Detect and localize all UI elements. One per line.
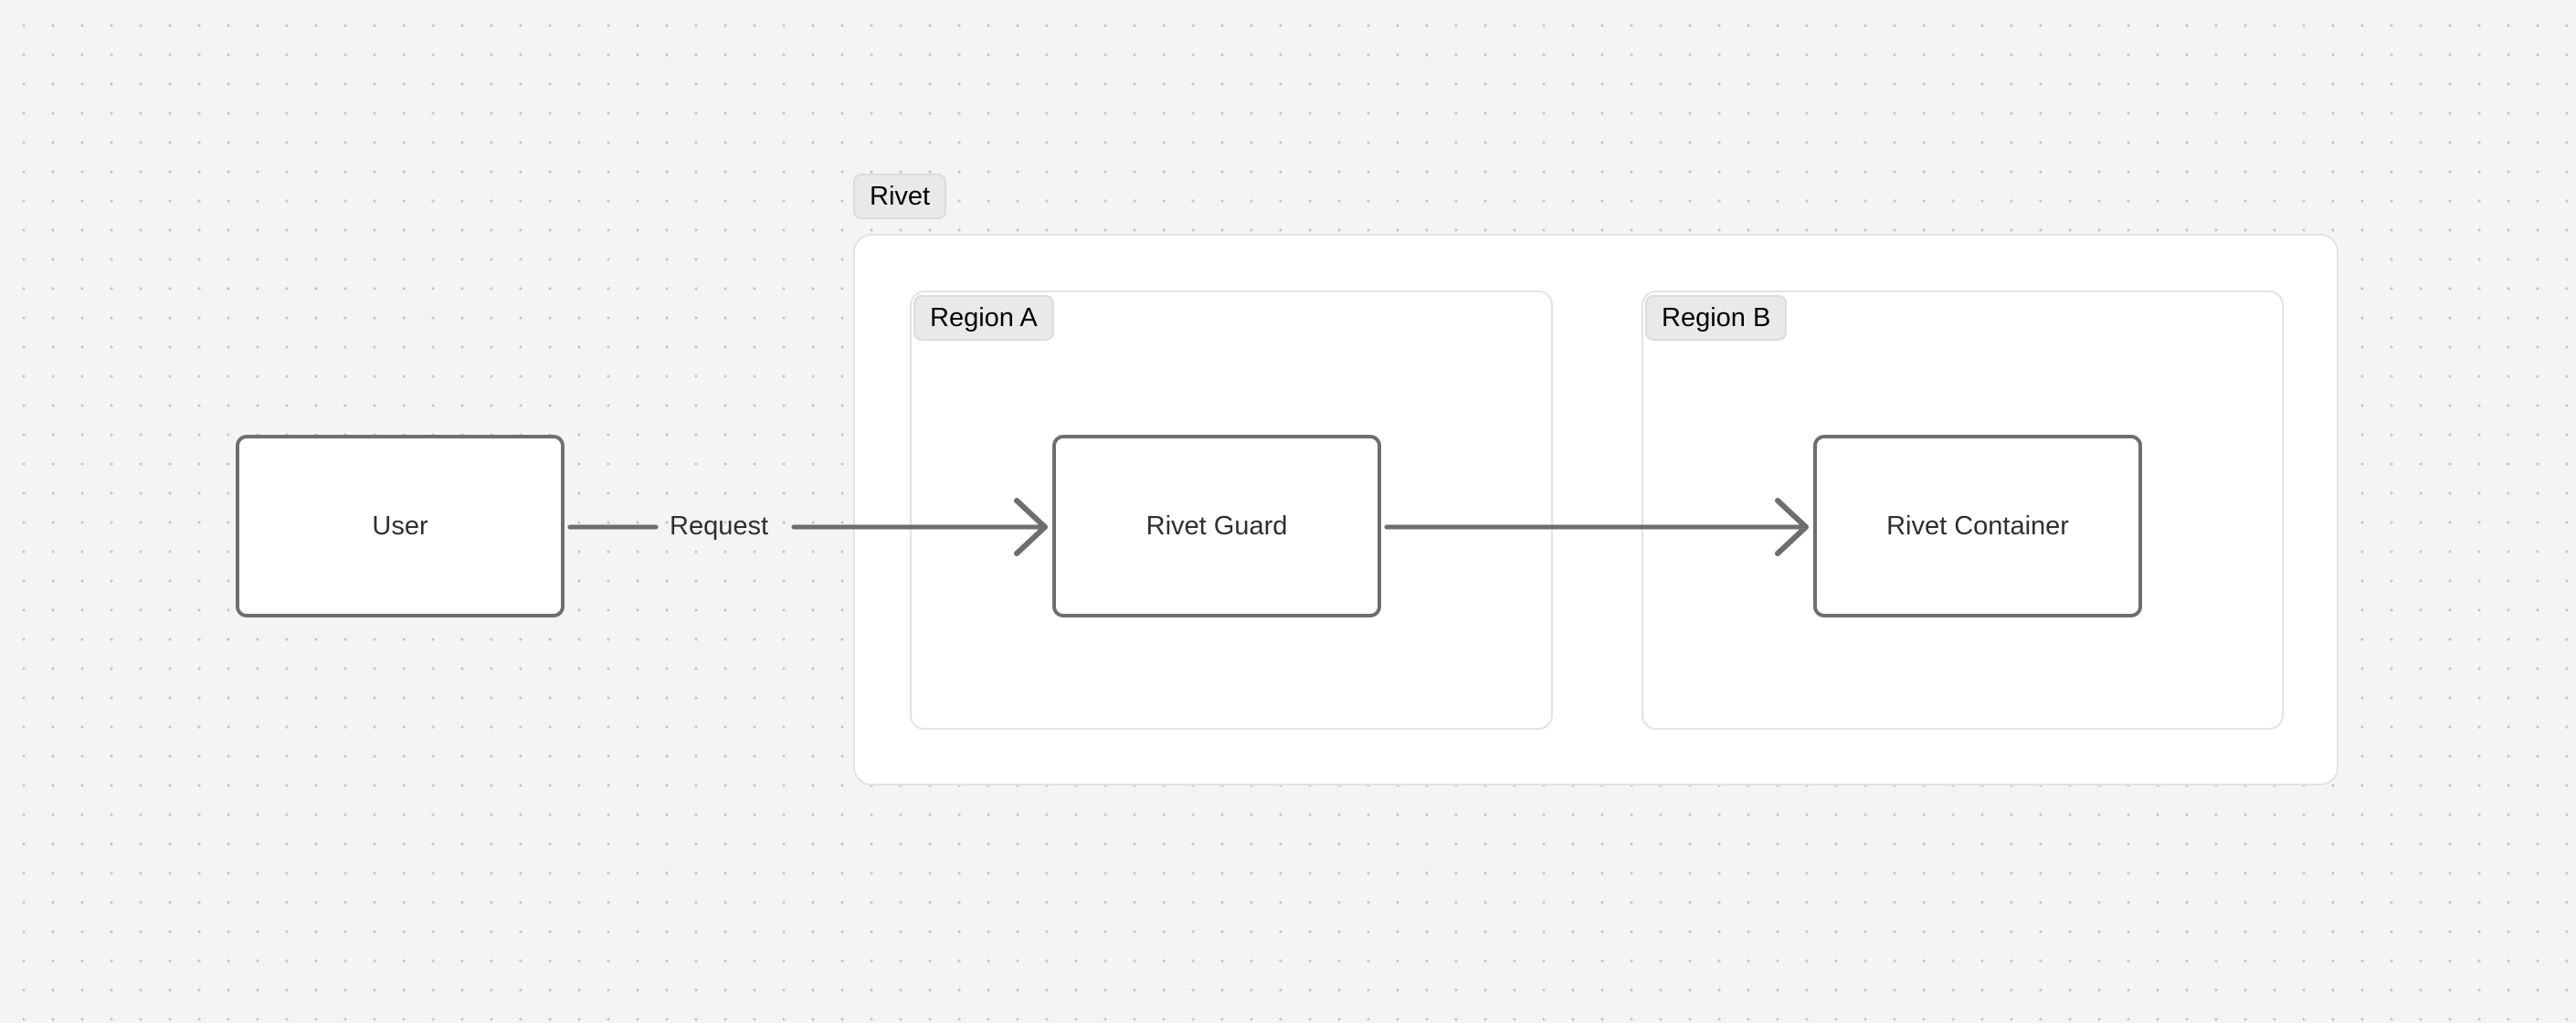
- edge-label-request: Request: [670, 512, 769, 541]
- node-rivet-container[interactable]: Rivet Container: [1813, 435, 2142, 617]
- node-rivet-guard[interactable]: Rivet Guard: [1052, 435, 1381, 617]
- group-label-region-b[interactable]: Region B: [1645, 295, 1788, 341]
- node-label-user: User: [372, 511, 428, 541]
- group-label-rivet[interactable]: Rivet: [853, 174, 947, 219]
- node-label-rivet-container: Rivet Container: [1886, 511, 2069, 541]
- group-label-region-a[interactable]: Region A: [913, 295, 1054, 341]
- node-label-rivet-guard: Rivet Guard: [1145, 511, 1288, 541]
- node-user[interactable]: User: [236, 435, 565, 617]
